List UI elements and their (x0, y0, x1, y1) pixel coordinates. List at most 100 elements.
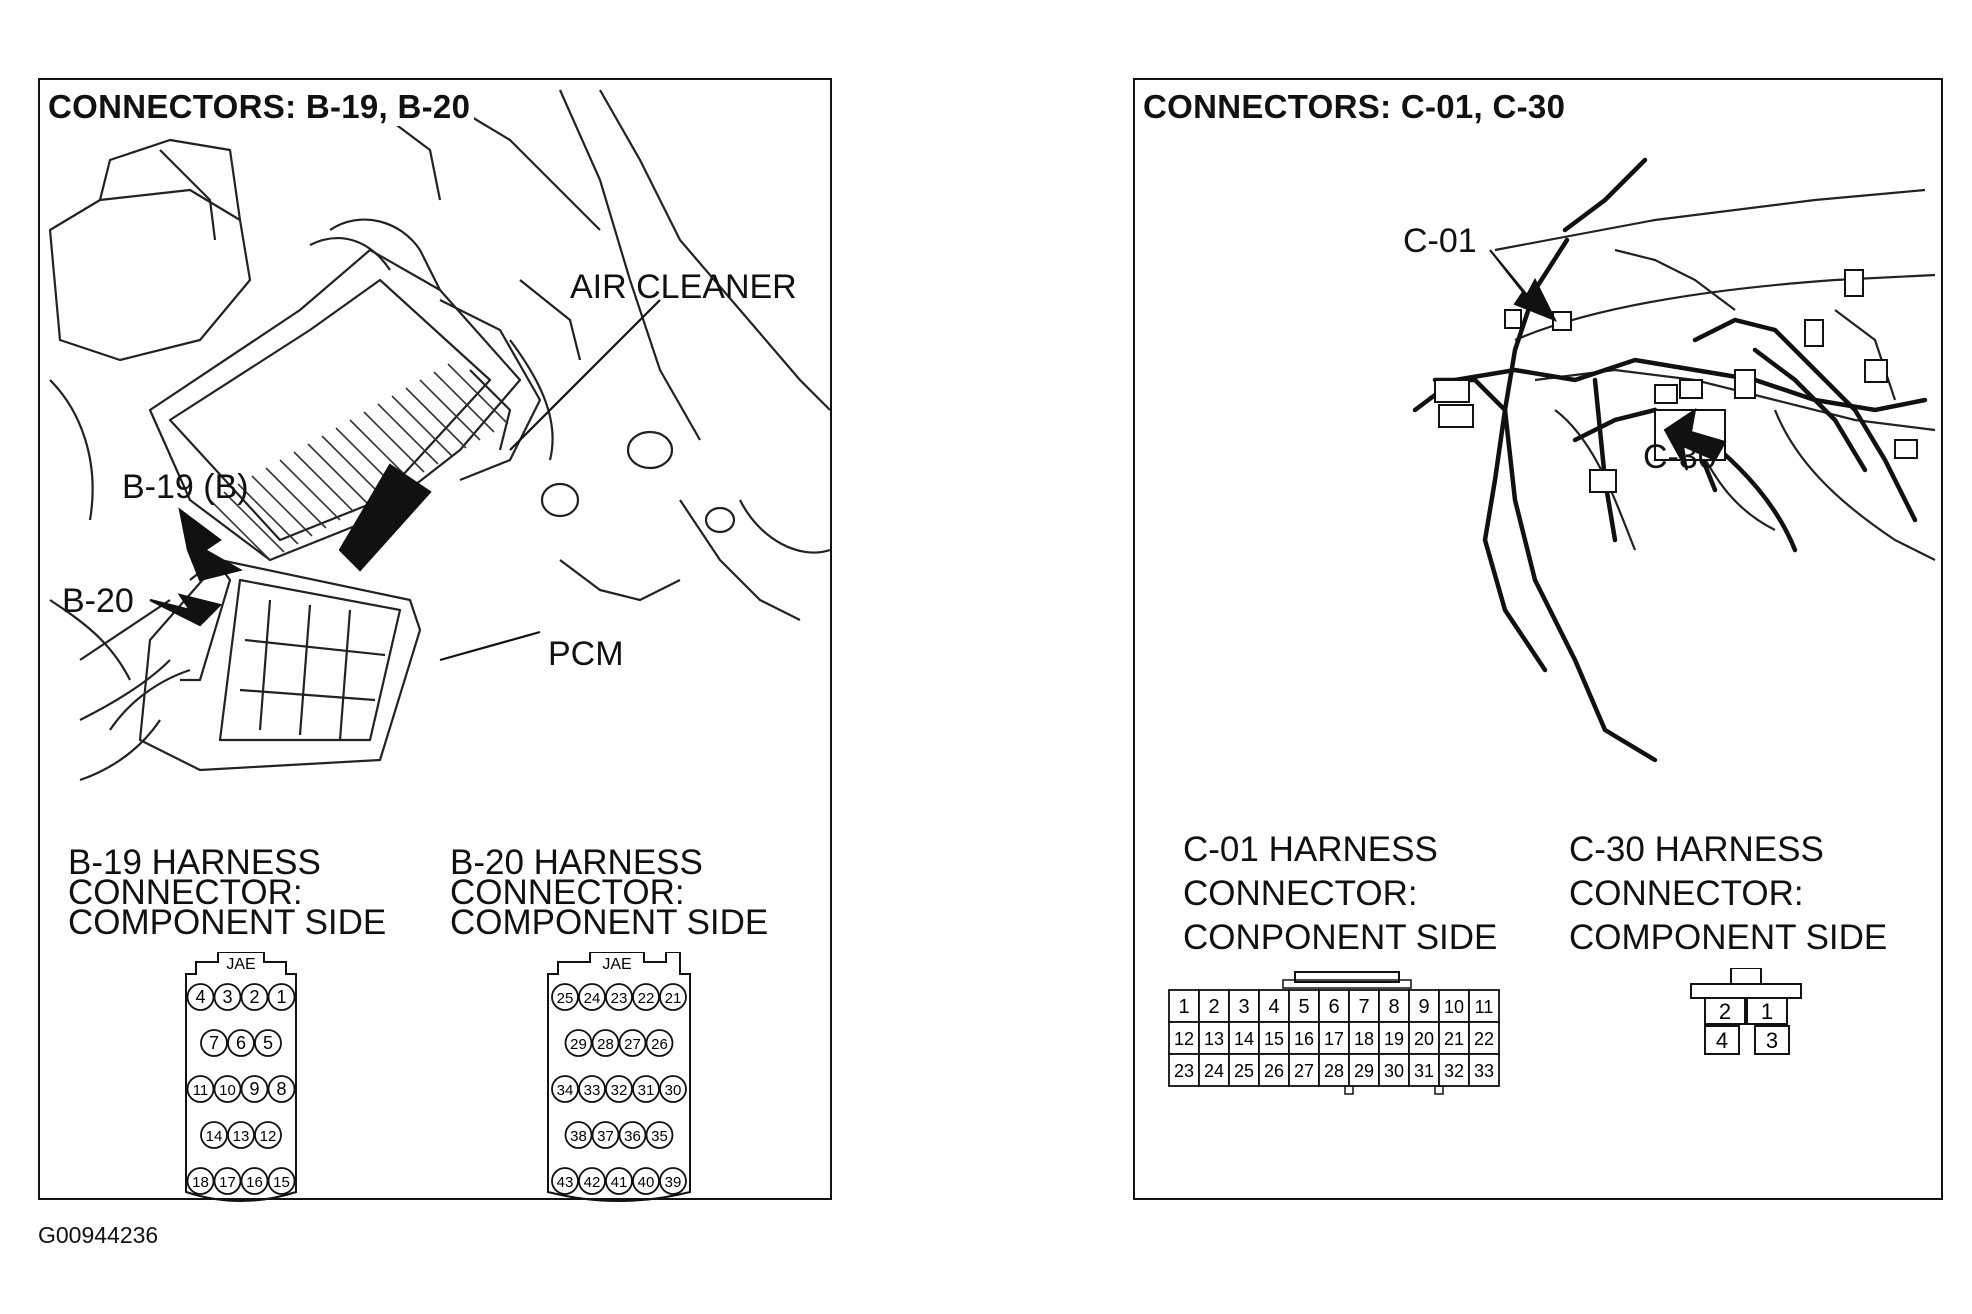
pin-number: 27 (624, 1036, 641, 1053)
pin-number: 2 (249, 987, 259, 1007)
pin-number: 17 (1324, 1029, 1344, 1049)
pin-cavity (618, 1121, 647, 1149)
rib-line (237, 483, 299, 545)
pin-cavity (632, 1075, 660, 1103)
b20-caption: B-20 HARNESS CONNECTOR: COMPONENT SIDE (450, 845, 768, 940)
pin-number: 32 (611, 1082, 628, 1099)
rib-line (363, 411, 425, 473)
pin-cavity (645, 1121, 674, 1149)
pin-number: 13 (233, 1128, 250, 1145)
caption-line: COMPONENT SIDE (1569, 918, 1888, 957)
pin-number: 30 (665, 1082, 682, 1099)
engine-bay-illustration (48, 89, 830, 782)
pin-cavity (645, 1029, 674, 1057)
pin-number: 10 (1444, 997, 1464, 1017)
pin-cavity (632, 983, 660, 1011)
rib-line (223, 491, 285, 553)
pin-number: 42 (584, 1174, 601, 1191)
connector-tab-label: JAE (226, 956, 255, 973)
pin-cavity (200, 1121, 228, 1149)
pin-number: 13 (1204, 1029, 1224, 1049)
pin-number: 29 (570, 1036, 587, 1053)
label-c30: C-30 (1643, 438, 1717, 476)
pin-number: 3 (1766, 1028, 1778, 1053)
pin-cavity (186, 1167, 215, 1195)
pin-number: 36 (624, 1128, 641, 1145)
pin-number: 15 (273, 1174, 290, 1191)
label-b20: B-20 (62, 582, 134, 620)
pin-cavity (1288, 1053, 1320, 1087)
pin-number: 24 (1204, 1061, 1224, 1081)
pin-cavity (240, 1075, 269, 1103)
latch-notch (1344, 1085, 1354, 1095)
pin-number: 11 (1475, 997, 1494, 1017)
caption-line: CONPONENT SIDE (1183, 918, 1498, 957)
pin-cavity (659, 1075, 687, 1103)
pin-number: 34 (557, 1082, 574, 1099)
pin-number: 2 (1208, 996, 1219, 1018)
pin-number: 38 (570, 1128, 587, 1145)
pin-number: 26 (651, 1036, 668, 1053)
pin-number: 21 (1444, 1029, 1464, 1049)
pin-cavity (227, 1121, 255, 1149)
rib-line (293, 451, 355, 513)
pin-cavity (213, 1075, 242, 1103)
pin-number: 18 (1354, 1029, 1374, 1049)
pin-number: 3 (222, 987, 232, 1007)
pin-cavity (605, 983, 633, 1011)
caption-line: B-19 HARNESS (68, 843, 321, 882)
pin-cavity (659, 983, 687, 1011)
pin-cavity (267, 983, 296, 1011)
pin-number: 14 (206, 1128, 223, 1145)
pin-cavity (240, 1167, 269, 1195)
pin-number: 6 (236, 1033, 246, 1053)
pin-number: 2 (1719, 999, 1731, 1024)
pin-cavity (659, 1167, 687, 1195)
pin-cavity (1348, 1053, 1380, 1087)
pin-number: 43 (557, 1174, 574, 1191)
pin-cavity (605, 1075, 633, 1103)
caption-line: CONNECTOR: (1183, 874, 1418, 913)
pin-number: 9 (1418, 996, 1429, 1018)
panel-c01-c30: CONNECTORS: C-01, C-30 (1133, 78, 1943, 1200)
pin-cavity (591, 1121, 620, 1149)
pin-number: 22 (638, 990, 655, 1007)
pin-cavity (605, 1167, 633, 1195)
pin-number: 4 (1716, 1028, 1728, 1053)
pin-cavity (186, 1075, 215, 1103)
pin-number: 10 (219, 1082, 236, 1099)
pin-number: 39 (665, 1174, 682, 1191)
pin-cavity (1228, 989, 1260, 1023)
pin-cavity (578, 1075, 606, 1103)
pin-cavity (632, 1167, 660, 1195)
c01-caption: C-01 HARNESS CONNECTOR: CONPONENT SIDE (1183, 828, 1497, 960)
caption-line: COMPONENT SIDE (68, 903, 387, 942)
pin-number: 16 (246, 1174, 263, 1191)
pin-number: 21 (665, 990, 682, 1007)
pin-number: 6 (1328, 996, 1339, 1018)
pin-number: 31 (1414, 1061, 1434, 1081)
rib-line (433, 371, 495, 433)
pin-number: 33 (584, 1082, 601, 1099)
pin-cavity (240, 983, 269, 1011)
pin-cavity (1438, 1021, 1470, 1055)
caption-line: CONNECTOR: (1569, 874, 1804, 913)
pin-cavity (1754, 1025, 1790, 1055)
pin-number: 4 (1268, 996, 1279, 1018)
pin-number: 18 (192, 1174, 209, 1191)
pin-number: 37 (597, 1128, 614, 1145)
connector-tab-label: JAE (602, 956, 631, 973)
pin-number: 22 (1474, 1029, 1494, 1049)
rib-line (279, 459, 341, 521)
pin-number: 12 (1174, 1029, 1194, 1049)
pin-number: 29 (1354, 1061, 1374, 1081)
pin-number: 5 (263, 1033, 273, 1053)
pin-number: 5 (1298, 996, 1309, 1018)
pin-number: 8 (1388, 996, 1399, 1018)
panel-title: CONNECTORS: C-01, C-30 (1143, 88, 1570, 126)
pin-cavity (200, 1029, 228, 1057)
pin-number: 27 (1294, 1061, 1314, 1081)
pin-cavity (551, 1167, 579, 1195)
